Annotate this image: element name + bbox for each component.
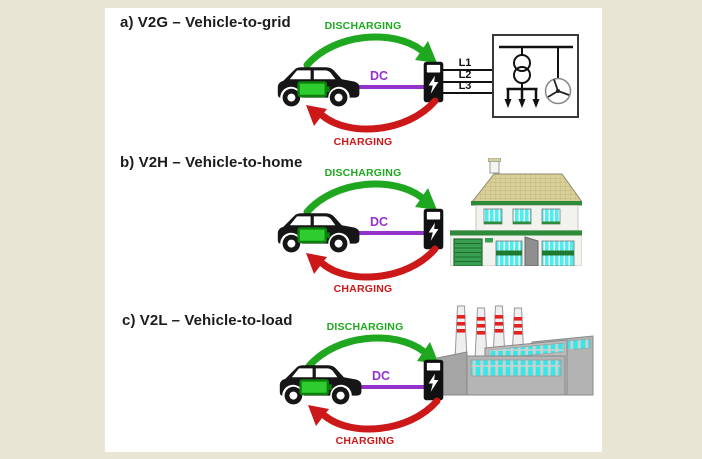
feeder-arrows-icon bbox=[506, 89, 538, 99]
ev-car-icon bbox=[277, 213, 360, 253]
discharging-label: DISCHARGING bbox=[324, 20, 402, 32]
phase-line-l3 bbox=[443, 92, 492, 94]
charging-label: CHARGING bbox=[335, 435, 395, 447]
charging-label: CHARGING bbox=[333, 283, 393, 295]
battery-icon bbox=[299, 379, 332, 396]
phase-label-l2: L2 bbox=[458, 69, 472, 81]
charging-station-icon bbox=[423, 61, 444, 103]
dc-cable bbox=[358, 85, 424, 89]
phase-line-l2 bbox=[443, 81, 492, 83]
phase-label-l1: L1 bbox=[458, 57, 472, 69]
dc-label: DC bbox=[372, 369, 391, 383]
ev-car-icon bbox=[277, 67, 360, 107]
battery-icon bbox=[297, 81, 330, 98]
panel-title-v2l: c) V2L – Vehicle-to-load bbox=[122, 312, 293, 329]
phase-label-l3: L3 bbox=[458, 80, 472, 92]
dc-cable bbox=[358, 231, 424, 235]
phase-line-l1 bbox=[443, 69, 492, 71]
upper-windows bbox=[483, 208, 561, 225]
factory-icon bbox=[437, 305, 594, 396]
grid-schematic-icon bbox=[492, 34, 579, 118]
charge-arrow-icon bbox=[308, 397, 441, 433]
chimney-icon bbox=[488, 158, 501, 174]
battery-icon bbox=[297, 227, 330, 244]
charge-arrow-icon bbox=[306, 245, 439, 281]
discharging-label: DISCHARGING bbox=[326, 321, 404, 333]
lower-windows bbox=[495, 240, 575, 266]
panel-title-v2h: b) V2H – Vehicle-to-home bbox=[120, 154, 303, 171]
roof bbox=[470, 173, 582, 203]
discharge-arrow-icon bbox=[303, 33, 437, 69]
charge-arrow-icon bbox=[306, 97, 439, 133]
ev-car-icon bbox=[279, 365, 362, 405]
panel-title-v2g: a) V2G – Vehicle-to-grid bbox=[120, 14, 291, 31]
wind-turbine-icon bbox=[544, 77, 572, 105]
dc-label: DC bbox=[370, 215, 389, 229]
garage-door-icon bbox=[453, 238, 483, 266]
front-door bbox=[524, 236, 539, 266]
factory-buildings bbox=[437, 335, 594, 396]
house-icon bbox=[450, 158, 582, 266]
charging-label: CHARGING bbox=[333, 136, 393, 148]
discharge-arrow-icon bbox=[305, 334, 439, 370]
discharging-label: DISCHARGING bbox=[324, 167, 402, 179]
charging-station-icon bbox=[423, 359, 444, 401]
dc-cable bbox=[360, 385, 424, 389]
discharge-arrow-icon bbox=[303, 180, 437, 216]
dc-label: DC bbox=[370, 69, 389, 83]
charging-station-icon bbox=[423, 208, 444, 250]
